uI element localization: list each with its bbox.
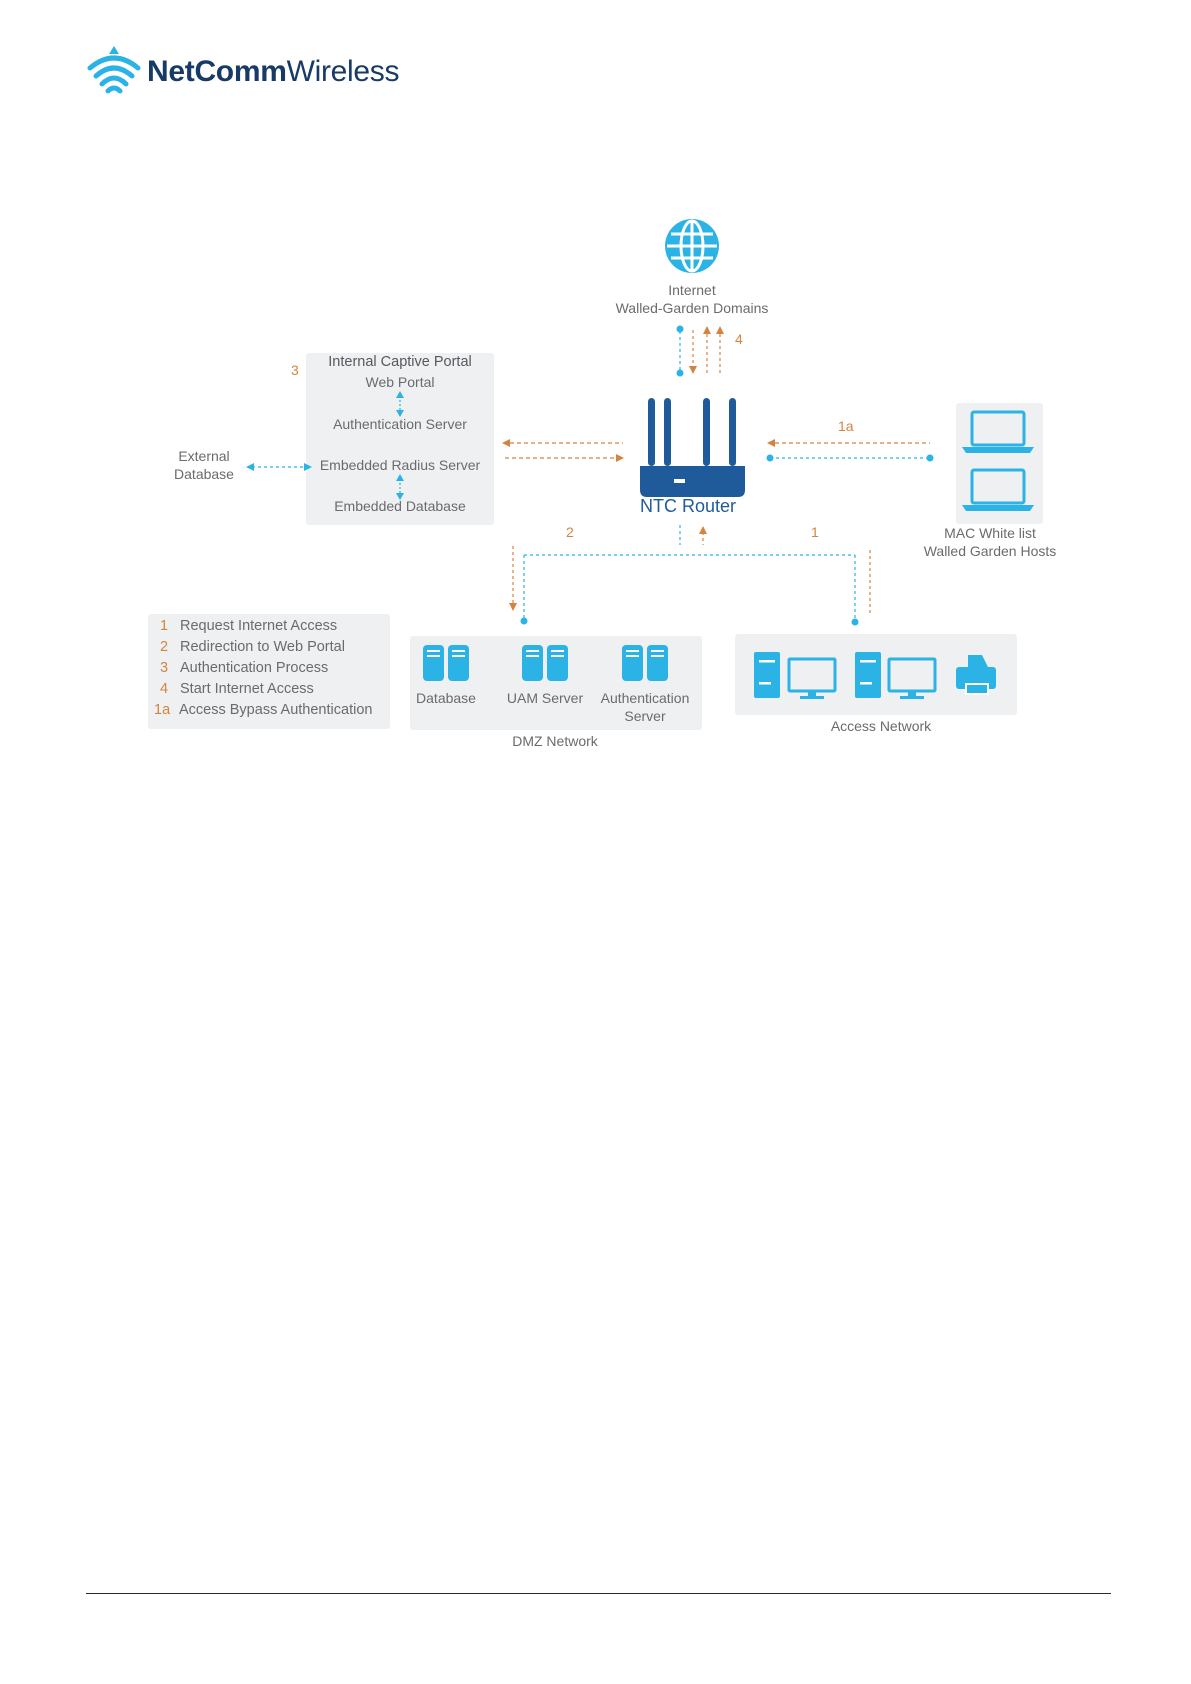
legend-item: 2 Redirection to Web Portal <box>160 639 345 655</box>
step-3-label: 3 <box>291 362 299 378</box>
dmz-auth-server-label-line1: Authentication <box>600 690 690 706</box>
web-portal-label: Web Portal <box>365 374 435 390</box>
external-db-connector <box>246 463 312 471</box>
legend-text: Redirection to Web Portal <box>180 639 345 655</box>
embedded-database-label: Embedded Database <box>334 498 466 514</box>
database-server-icon <box>423 645 469 681</box>
dmz-database-label: Database <box>416 690 476 706</box>
laptop-icon <box>962 410 1034 453</box>
printer-icon <box>956 655 996 695</box>
access-network-label: Access Network <box>830 718 932 734</box>
legend-number: 1a <box>154 702 171 718</box>
captive-portal-title: Internal Captive Portal <box>328 354 472 370</box>
legend-text: Authentication Process <box>180 660 329 676</box>
legend-number: 4 <box>160 681 169 697</box>
legend-item: 1 Request Internet Access <box>160 618 337 634</box>
internet-router-connectors <box>676 325 724 377</box>
legend-number: 2 <box>160 639 169 655</box>
legend-number: 1 <box>160 618 169 634</box>
legend-number: 3 <box>160 660 169 676</box>
router-icon <box>640 398 745 497</box>
external-label: External <box>178 448 230 464</box>
legend-text: Start Internet Access <box>180 681 314 697</box>
portal-internal-arrows <box>396 391 404 500</box>
legend-item: 3 Authentication Process <box>160 660 328 676</box>
uam-server-icon <box>522 645 568 681</box>
authentication-server-label: Authentication Server <box>333 416 467 432</box>
internet-label: Internet <box>668 282 716 298</box>
legend-item: 4 Start Internet Access <box>160 681 314 697</box>
legend-box <box>148 614 390 729</box>
mac-white-list-label: MAC White list <box>944 525 1036 541</box>
dmz-network-label: DMZ Network <box>512 733 598 749</box>
legend-item: 1a Access Bypass Authentication <box>154 702 372 718</box>
step-1a-label: 1a <box>838 418 854 434</box>
router-network-connectors <box>509 525 871 626</box>
step-4-label: 4 <box>735 331 743 347</box>
legend-text: Access Bypass Authentication <box>179 702 373 718</box>
step-2-label: 2 <box>566 524 574 540</box>
footer-divider <box>86 1593 1111 1594</box>
globe-icon <box>665 219 719 273</box>
logo-wordmark: NetCommWireless <box>147 55 400 89</box>
laptop-icon <box>962 468 1034 511</box>
wifi-logo-icon <box>87 46 141 94</box>
portal-router-connectors <box>502 439 624 462</box>
walled-garden-domains-label: Walled-Garden Domains <box>615 300 769 316</box>
legend-text: Request Internet Access <box>180 618 338 634</box>
desktop-computer-icon <box>754 652 837 699</box>
dmz-auth-server-label-line2: Server <box>624 708 666 724</box>
logo-bold-text: NetComm <box>147 55 287 88</box>
desktop-computer-icon <box>855 652 937 699</box>
step-1-label: 1 <box>811 524 819 540</box>
walled-garden-hosts-label: Walled Garden Hosts <box>923 543 1057 559</box>
uam-server-label: UAM Server <box>506 690 584 706</box>
radius-server-label: Embedded Radius Server <box>319 457 481 473</box>
authentication-server-icon <box>622 645 668 681</box>
database-label: Database <box>174 466 234 482</box>
logo-light-text: Wireless <box>286 55 400 88</box>
router-mac-connectors <box>766 439 934 462</box>
ntc-router-label: NTC Router <box>640 496 737 516</box>
